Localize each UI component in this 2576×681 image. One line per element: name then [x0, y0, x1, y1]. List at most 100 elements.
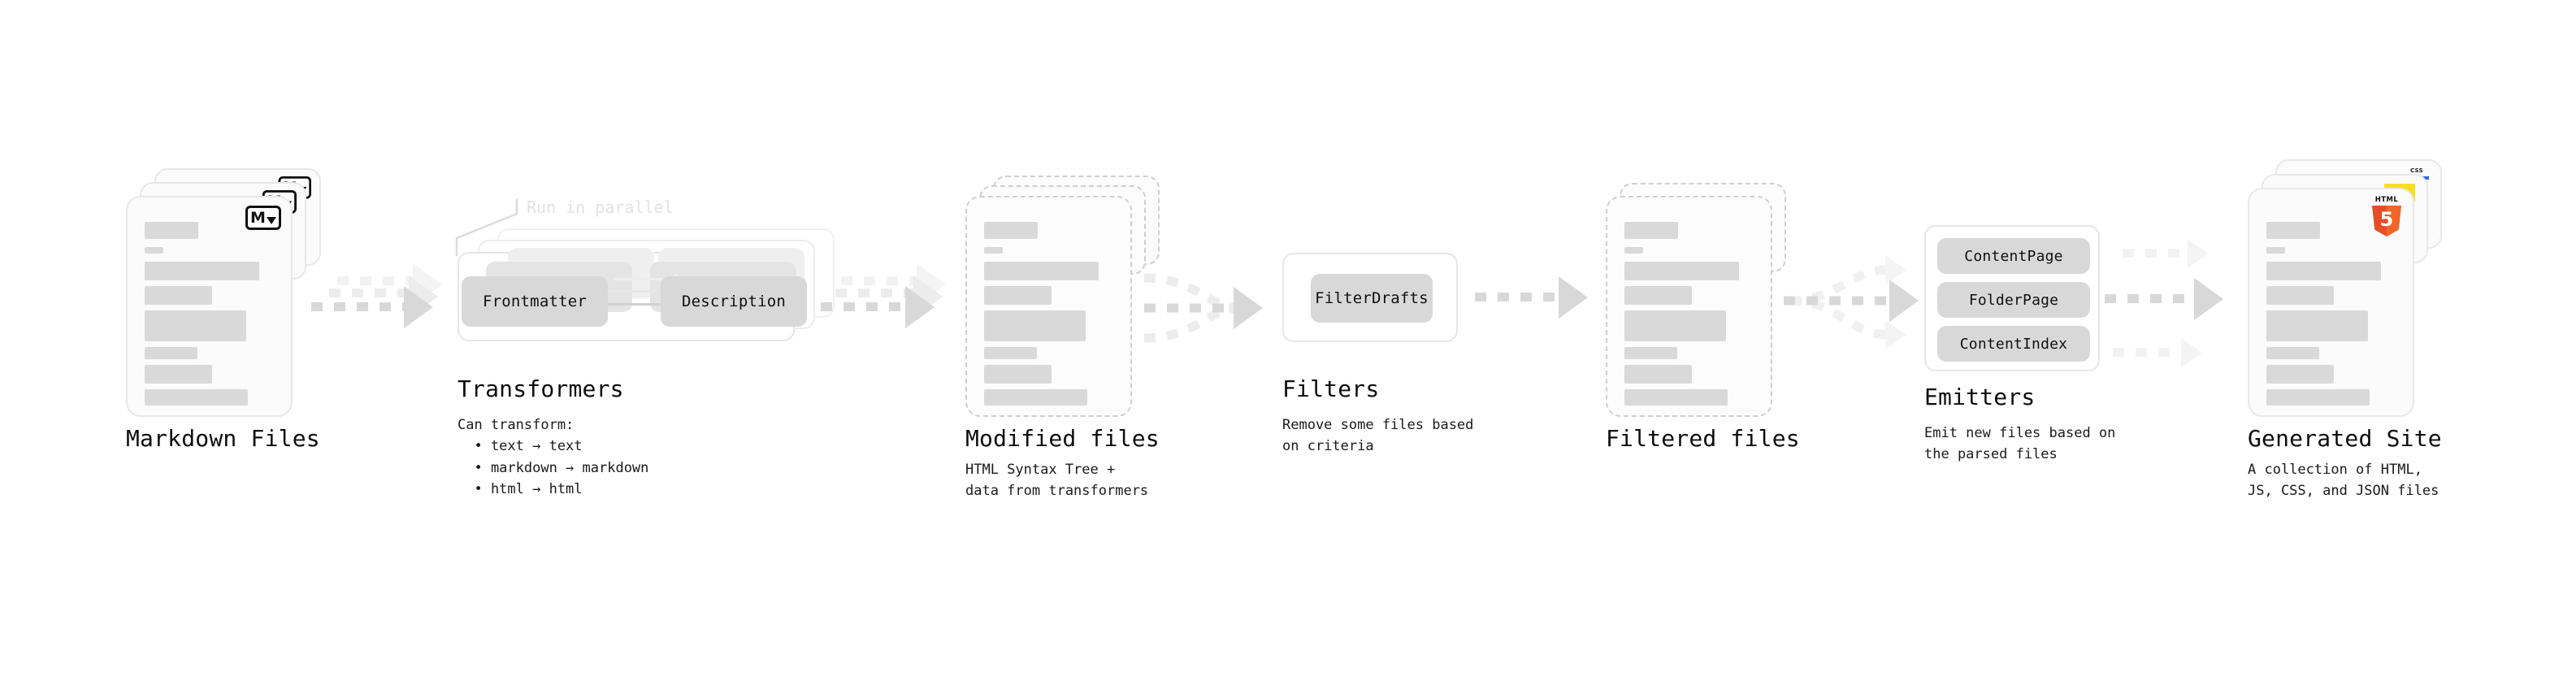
emitter-pill-contentpage[interactable]: ContentPage	[1937, 238, 2090, 274]
markdown-file-card-front: M	[126, 196, 293, 417]
stage-title-modified-files: Modified files	[965, 425, 1160, 452]
content-bar	[984, 286, 1052, 305]
filters-box: FilterDrafts	[1282, 253, 1458, 342]
filter-pill-filterdrafts-label: FilterDrafts	[1315, 289, 1429, 307]
arrow-head-bottom	[2181, 338, 2202, 367]
content-bar	[984, 247, 1003, 254]
content-bar	[145, 286, 212, 305]
content-bar	[984, 347, 1037, 359]
content-bar	[2266, 389, 2370, 406]
arrow-dash-bottom	[2113, 348, 2188, 357]
content-bar	[2266, 286, 2334, 305]
stage-subtitle-generated-site: A collection of HTML, JS, CSS, and JSON …	[2248, 462, 2439, 500]
stage-title-filtered-files: Filtered files	[1606, 425, 1800, 452]
stage-title-transformers: Transformers	[458, 375, 624, 402]
content-bar	[984, 310, 1086, 341]
content-bar	[984, 262, 1099, 280]
content-bar	[145, 310, 246, 341]
inner-arrow-line-front	[603, 303, 666, 306]
arrow-dash-top	[2123, 249, 2194, 258]
filter-pill-filterdrafts[interactable]: FilterDrafts	[1311, 274, 1433, 323]
fan-in-curves	[1143, 273, 1239, 343]
content-bar	[984, 389, 1087, 406]
filtered-file-content	[1607, 197, 1771, 415]
transformer-pill-frontmatter[interactable]: Frontmatter	[462, 276, 608, 327]
arrow-head-middle	[2194, 278, 2223, 320]
html5-badge-label: HTML	[2374, 196, 2399, 204]
markdown-file-content	[128, 197, 291, 415]
content-bar	[1624, 222, 1678, 239]
html5-badge: HTML 5	[2370, 196, 2403, 236]
stage-title-markdown-files: Markdown Files	[126, 425, 320, 452]
stage-subtitle-modified-files: HTML Syntax Tree + data from transformer…	[965, 462, 1149, 500]
content-bar	[1624, 247, 1643, 254]
emitter-pill-contentindex[interactable]: ContentIndex	[1937, 326, 2090, 362]
filtered-file-card-front	[1606, 196, 1772, 417]
content-bar	[984, 365, 1052, 384]
run-in-parallel-note: Run in parallel	[527, 197, 674, 217]
html5-shield-highlight-icon	[2387, 206, 2401, 236]
content-bar	[145, 262, 259, 280]
emitter-pill-contentpage-label: ContentPage	[1964, 247, 2063, 265]
markdown-badge-arrow-icon	[266, 216, 276, 224]
content-bar	[145, 247, 163, 254]
emitter-pill-contentindex-label: ContentIndex	[1959, 335, 2068, 353]
content-bar	[1624, 365, 1692, 384]
arrow-dash-front	[311, 302, 409, 311]
stage-subtitle-transformers: Can transform: • text → text • markdown …	[458, 417, 649, 498]
html5-badge-number: 5	[2379, 208, 2394, 231]
arrow-dash-mid	[329, 288, 414, 297]
arrow-head-middle	[1889, 280, 1919, 322]
transformer-pill-description-label: Description	[681, 293, 787, 310]
content-bar	[1624, 310, 1726, 341]
inner-arrow-line-back	[614, 278, 677, 280]
arrow-head-top	[2188, 239, 2209, 268]
content-bar	[1624, 286, 1692, 305]
fan-out-curves	[1784, 265, 1891, 340]
arrow-head-front	[404, 286, 433, 328]
content-bar	[145, 222, 198, 239]
content-bar	[145, 347, 197, 359]
arrow-dash-front	[821, 302, 910, 311]
stage-subtitle-filters: Remove some files based on criteria	[1282, 417, 1474, 455]
css3-badge-label: CSS	[2410, 167, 2423, 174]
content-bar	[984, 222, 1038, 239]
generated-file-content	[2249, 189, 2413, 415]
arrow-dash	[1475, 293, 1566, 301]
content-bar	[2266, 222, 2320, 239]
content-bar	[1624, 262, 1739, 280]
arrow-head	[1559, 276, 1588, 319]
arrow-head-bottom	[1885, 320, 1906, 349]
run-in-parallel-bracket	[455, 199, 518, 256]
emitters-box: ContentPage FolderPage ContentIndex	[1924, 225, 2100, 371]
arrow-dash-mid	[835, 288, 919, 297]
emitter-pill-folderpage-label: FolderPage	[1968, 291, 2059, 309]
markdown-badge-front: M	[245, 206, 281, 230]
generated-file-card-html: HTML 5	[2248, 188, 2414, 417]
content-bar	[2266, 262, 2381, 280]
stage-title-filters: Filters	[1282, 375, 1380, 402]
content-bar	[2266, 365, 2334, 384]
content-bar	[145, 365, 212, 384]
emitter-pill-folderpage[interactable]: FolderPage	[1937, 282, 2090, 318]
stage-subtitle-emitters: Emit new files based on the parsed files	[1924, 425, 2116, 463]
arrow-dash-middle	[2105, 294, 2202, 303]
transformer-pill-frontmatter-label: Frontmatter	[482, 293, 588, 310]
transformer-pill-description[interactable]: Description	[661, 276, 807, 327]
content-bar	[1624, 389, 1728, 406]
inner-arrow-line-middle	[608, 290, 671, 293]
arrow-head-filters	[1234, 287, 1263, 329]
stage-title-emitters: Emitters	[1924, 384, 2036, 410]
arrow-dash-faint	[337, 276, 418, 285]
content-bar	[1624, 347, 1677, 359]
content-bar	[2266, 347, 2319, 359]
arrow-dash-faint	[841, 276, 922, 285]
modified-file-card-front	[965, 196, 1132, 417]
content-bar	[2266, 310, 2368, 341]
markdown-badge-letter: M	[250, 208, 266, 227]
content-bar	[145, 389, 248, 406]
modified-file-content	[967, 197, 1130, 415]
arrow-head-front	[905, 286, 935, 328]
content-bar	[2266, 247, 2285, 254]
